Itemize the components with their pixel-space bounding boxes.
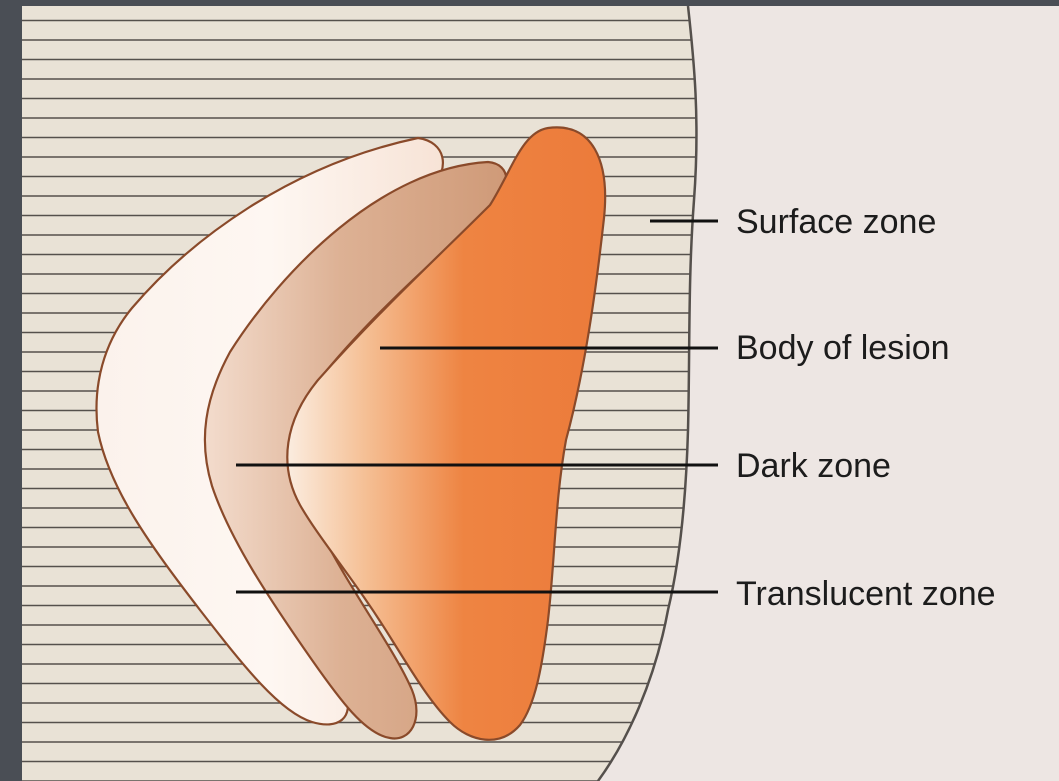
translucent-zone-label: Translucent zone: [736, 575, 996, 613]
body-of-lesion-label: Body of lesion: [736, 329, 950, 367]
dark-zone-label: Dark zone: [736, 447, 891, 485]
surface-zone-label: Surface zone: [736, 203, 936, 241]
